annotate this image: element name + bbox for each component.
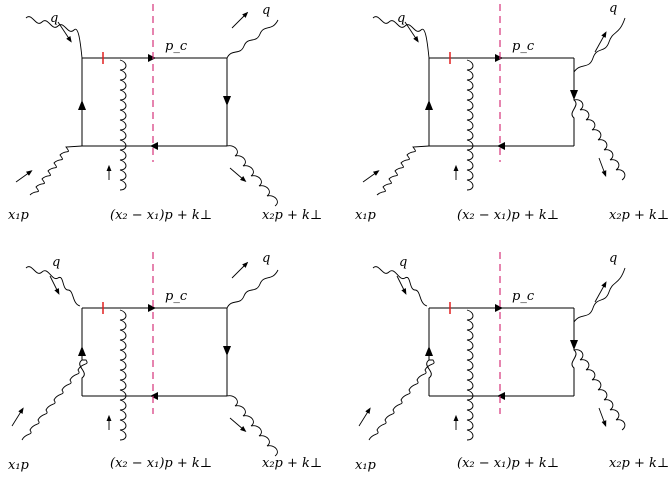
outgoing-gluon (226, 145, 278, 207)
exchanged-gluon (466, 59, 474, 191)
exchanged-gluon-label: (x₂ − x₁)p + k⊥ (110, 456, 212, 471)
incoming-gluon-label: x₁p (355, 458, 377, 473)
diagram-top-right: q p_c x₁p q (x₂ − x₁)p + k⊥ x₂p + k⊥ (355, 1, 668, 223)
outgoing-gluon-arrow (598, 157, 607, 177)
left-line-arrow (425, 346, 433, 356)
quark-arrow (148, 304, 156, 312)
incoming-gluon (29, 145, 83, 196)
diagram-bottom-right: q p_c x₁p q (x₂ − x₁)p + k⊥ x₂p + k⊥ (355, 251, 668, 473)
right-vertical-line (571, 58, 577, 146)
left-line-arrow (78, 100, 86, 110)
incoming-gluon-label: x₁p (355, 208, 377, 223)
photon-direction-arrow (49, 275, 60, 295)
left-vertical-line (79, 308, 85, 396)
exchanged-gluon (119, 309, 127, 441)
outgoing-gluon-label: x₂p + k⊥ (262, 208, 322, 223)
right-line-arrow (570, 340, 578, 350)
photon-label: q (50, 11, 58, 26)
photon-direction-arrow (57, 21, 72, 43)
incoming-gluon-label: x₁p (8, 208, 30, 223)
right-line-arrow (223, 96, 231, 106)
incoming-gluon (368, 359, 435, 441)
outgoing-gluon-label: x₂p + k⊥ (609, 208, 668, 223)
charm-momentum-label: p_c (165, 39, 188, 54)
incoming-gluon-arrow (358, 407, 371, 427)
photon-label: q (52, 255, 60, 270)
right-line-arrow (570, 90, 578, 100)
antiquark-arrow (150, 392, 158, 400)
charm-momentum-label: p_c (512, 39, 535, 54)
outgoing-gluon-arrow (229, 417, 247, 433)
incoming-gluon-arrow (15, 170, 33, 183)
left-line-arrow (425, 100, 433, 110)
incoming-gluon-arrow (362, 170, 380, 183)
outgoing-photon (226, 269, 279, 309)
outgoing-gluon-label: x₂p + k⊥ (609, 456, 668, 471)
diagram-bottom-left: q p_c x₁p q (x₂ − x₁)p + k⊥ x₂p + k⊥ (8, 251, 322, 473)
outgoing-photon-arrow (594, 31, 607, 53)
exchanged-gluon-label: (x₂ − x₁)p + k⊥ (457, 208, 559, 223)
outgoing-gluon-arrow (229, 167, 247, 183)
photon-line-in (372, 16, 430, 59)
outgoing-gluon-arrow (598, 407, 607, 427)
quark-arrow (495, 54, 503, 62)
outgoing-photon (226, 19, 279, 59)
right-vertical-line (571, 308, 577, 396)
charm-momentum-label: p_c (165, 289, 188, 304)
incoming-gluon (21, 359, 88, 441)
quark-arrow (148, 54, 156, 62)
left-line-arrow (78, 346, 86, 356)
left-vertical-line (426, 308, 432, 396)
photon-line-in (372, 266, 428, 307)
right-line-arrow (223, 346, 231, 356)
photon-direction-arrow (404, 21, 419, 43)
photon-direction-arrow (396, 275, 407, 295)
outgoing-photon-arrow (231, 261, 249, 279)
outgoing-photon-arrow (594, 281, 607, 303)
exchanged-gluon-label: (x₂ − x₁)p + k⊥ (110, 208, 212, 223)
photon-label: q (397, 11, 405, 26)
incoming-gluon-label: x₁p (8, 458, 30, 473)
outgoing-gluon-label: x₂p + k⊥ (262, 456, 322, 471)
photon-line-in (25, 16, 83, 59)
outgoing-photon (573, 17, 626, 73)
quark-arrow (495, 304, 503, 312)
outgoing-photon-label: q (609, 251, 617, 266)
antiquark-arrow (497, 392, 505, 400)
outgoing-photon-arrow (231, 11, 249, 29)
outgoing-gluon (226, 395, 278, 457)
incoming-gluon-arrow (11, 407, 24, 427)
charm-momentum-label: p_c (512, 289, 535, 304)
photon-label: q (399, 255, 407, 270)
outgoing-photon-label: q (609, 1, 617, 16)
exchanged-gluon (119, 59, 127, 191)
outgoing-gluon (573, 349, 626, 431)
antiquark-arrow (497, 142, 505, 150)
exchanged-gluon (466, 309, 474, 441)
photon-line-in (25, 266, 81, 307)
incoming-gluon (376, 145, 430, 196)
outgoing-photon (573, 267, 626, 323)
outgoing-photon-label: q (262, 251, 270, 266)
antiquark-arrow (150, 142, 158, 150)
exchanged-gluon-label: (x₂ − x₁)p + k⊥ (457, 456, 559, 471)
outgoing-gluon (573, 99, 626, 181)
outgoing-photon-label: q (262, 3, 270, 18)
diagram-top-left: q p_c x₁p q (x₂ − x₁)p + k⊥ x₂p + k⊥ (8, 3, 322, 223)
